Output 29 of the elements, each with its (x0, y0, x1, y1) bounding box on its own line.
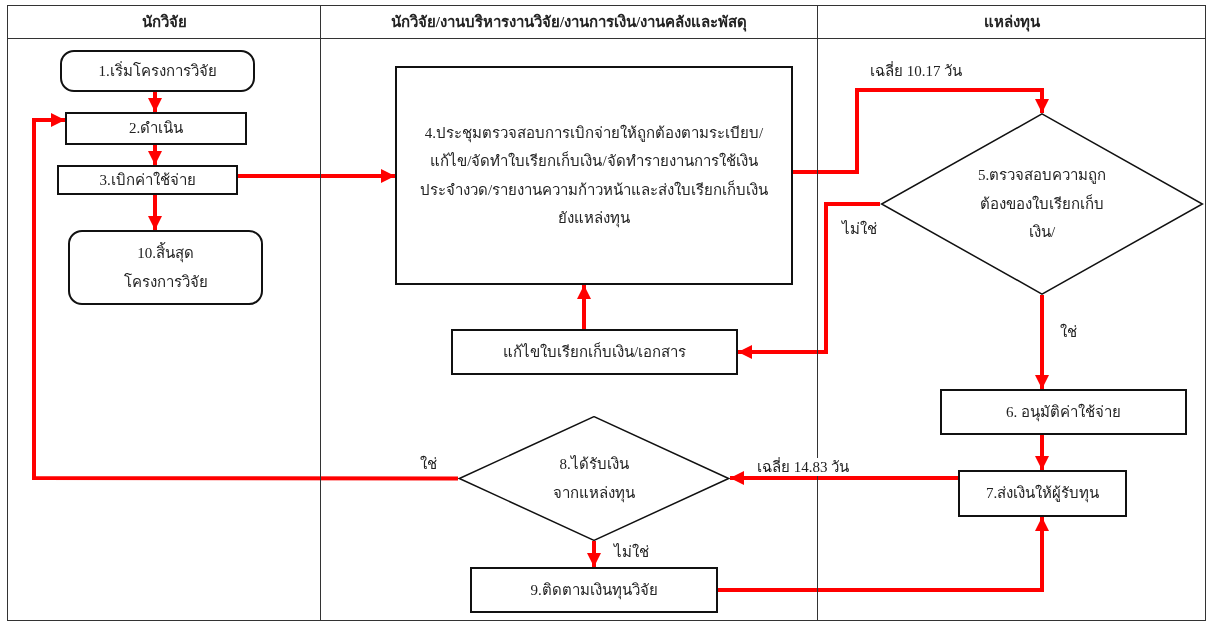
arrow (148, 195, 162, 230)
arrow (148, 145, 162, 165)
arrow (718, 517, 1049, 592)
arrow (577, 285, 591, 329)
end-box: 10.สิ้นสุดโครงการวิจัย (68, 230, 263, 305)
process-box: 4.ประชุมตรวจสอบการเบิกจ่ายให้ถูกต้องตามระเบียบ/แก้ไข/จัดทำใบเรียกเก็บเงิน/จัดทำรายงานการใช้เงินประจำงวด/รายงานความก้าวหน้าและส่งใบเรียกเก็บเงินยังแหล่งทุน (395, 66, 793, 285)
arrow (238, 169, 395, 183)
arrow (1035, 435, 1049, 470)
swimlane (7, 5, 321, 621)
arrow (148, 92, 162, 112)
arrow (730, 471, 958, 485)
lane-header: นักวิจัย (8, 6, 320, 39)
arrow (32, 113, 458, 481)
start-box: 1.เริ่มโครงการวิจัย (60, 50, 255, 92)
arrow (738, 202, 880, 359)
arrow (1035, 295, 1049, 389)
lane-header: แหล่งทุน (818, 6, 1205, 39)
decision-diamond: 5.ตรวจสอบความถูกต้องของใบเรียกเก็บเงิน/ (880, 113, 1204, 295)
process-box: แก้ไขใบเรียกเก็บเงิน/เอกสาร (451, 329, 738, 375)
process-box: 7.ส่งเงินให้ผู้รับทุน (958, 470, 1127, 517)
process-box: 9.ติดตามเงินทุนวิจัย (470, 567, 718, 613)
lane-header: นักวิจัย/งานบริหารงานวิจัย/งานการเงิน/งานคลังและพัสดุ (321, 6, 817, 39)
edge-label: เฉลี่ย 14.83 วัน (755, 458, 852, 476)
arrow (793, 88, 1049, 174)
process-box: 6. อนุมัติค่าใช้จ่าย (940, 389, 1187, 435)
arrow (587, 541, 601, 567)
process-box: 3.เบิกค่าใช้จ่าย (57, 165, 238, 195)
decision-diamond: 8.ได้รับเงินจากแหล่งทุน (458, 416, 730, 541)
process-box: 2.ดำเนิน (65, 112, 247, 145)
